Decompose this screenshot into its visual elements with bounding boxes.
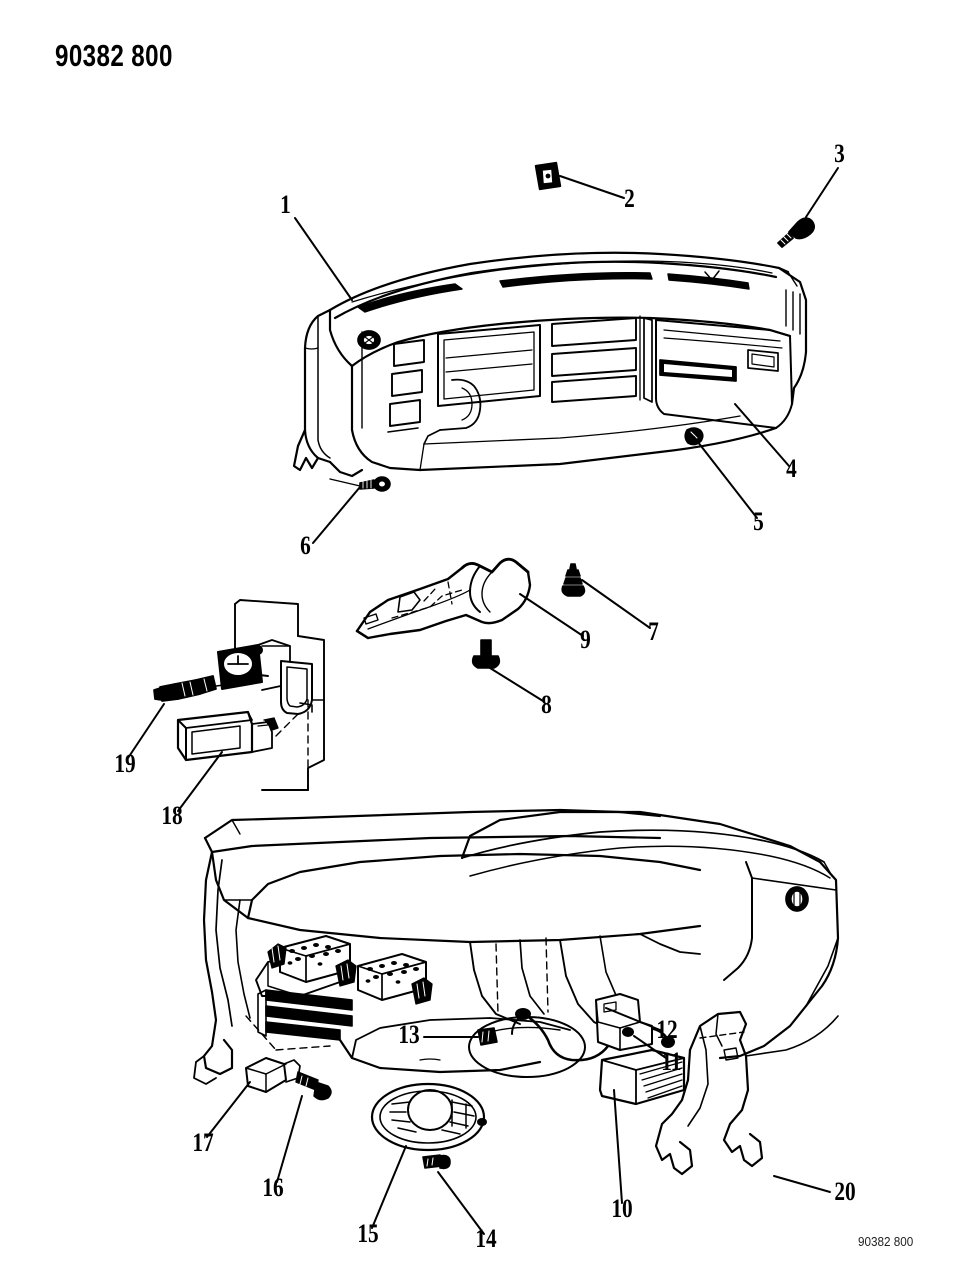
leader-20 bbox=[773, 1175, 831, 1193]
leader-1 bbox=[294, 217, 353, 301]
callout-17: 17 bbox=[192, 1128, 214, 1157]
leader-19 bbox=[127, 703, 165, 759]
header-part-code: 90382 800 bbox=[55, 38, 173, 73]
part-screw-washer-6 bbox=[329, 476, 391, 492]
leader-lines bbox=[127, 167, 839, 1235]
leader-11 bbox=[633, 1035, 667, 1059]
callout-10: 10 bbox=[611, 1194, 633, 1223]
part-column-lower-cover bbox=[355, 557, 532, 640]
callout-12: 12 bbox=[656, 1015, 678, 1044]
callout-1: 1 bbox=[280, 190, 291, 219]
callout-4: 4 bbox=[786, 454, 797, 483]
part-screw-7 bbox=[561, 563, 586, 597]
callout-7: 7 bbox=[648, 617, 659, 646]
callout-2: 2 bbox=[624, 184, 635, 213]
callout-3: 3 bbox=[834, 139, 845, 168]
leader-9 bbox=[519, 593, 584, 637]
callout-15: 15 bbox=[357, 1219, 379, 1248]
leader-16 bbox=[276, 1095, 303, 1183]
leader-7 bbox=[581, 579, 651, 629]
leader-5 bbox=[693, 436, 758, 519]
part-ash-receiver-assembly bbox=[153, 599, 325, 791]
callout-8: 8 bbox=[541, 690, 552, 719]
leader-2 bbox=[559, 175, 625, 199]
leader-14 bbox=[437, 1171, 485, 1235]
callout-16: 16 bbox=[262, 1173, 284, 1202]
footer-part-code: 90382 800 bbox=[858, 1234, 914, 1249]
leader-4 bbox=[734, 403, 790, 467]
leader-17 bbox=[206, 1081, 251, 1138]
callout-14: 14 bbox=[475, 1224, 497, 1253]
callout-5: 5 bbox=[753, 507, 764, 536]
part-screw-8 bbox=[471, 639, 501, 669]
part-retainer-clip bbox=[534, 161, 562, 191]
callout-11: 11 bbox=[661, 1047, 682, 1076]
leader-12 bbox=[605, 1007, 661, 1031]
leader-8 bbox=[489, 667, 544, 702]
leader-18 bbox=[177, 751, 223, 812]
leader-3 bbox=[805, 167, 839, 218]
callout-13: 13 bbox=[398, 1020, 420, 1049]
leader-15 bbox=[371, 1145, 407, 1229]
callout-20: 20 bbox=[834, 1177, 856, 1206]
callout-9: 9 bbox=[580, 625, 591, 654]
callout-18: 18 bbox=[161, 801, 183, 830]
leader-10 bbox=[613, 1089, 623, 1204]
leader-6 bbox=[312, 486, 361, 544]
part-screw-upper bbox=[777, 217, 815, 248]
callout-6: 6 bbox=[300, 531, 311, 560]
part-instrument-panel-main bbox=[292, 251, 808, 478]
part-panel-underside-assembly bbox=[193, 808, 840, 1176]
callout-19: 19 bbox=[114, 749, 136, 778]
